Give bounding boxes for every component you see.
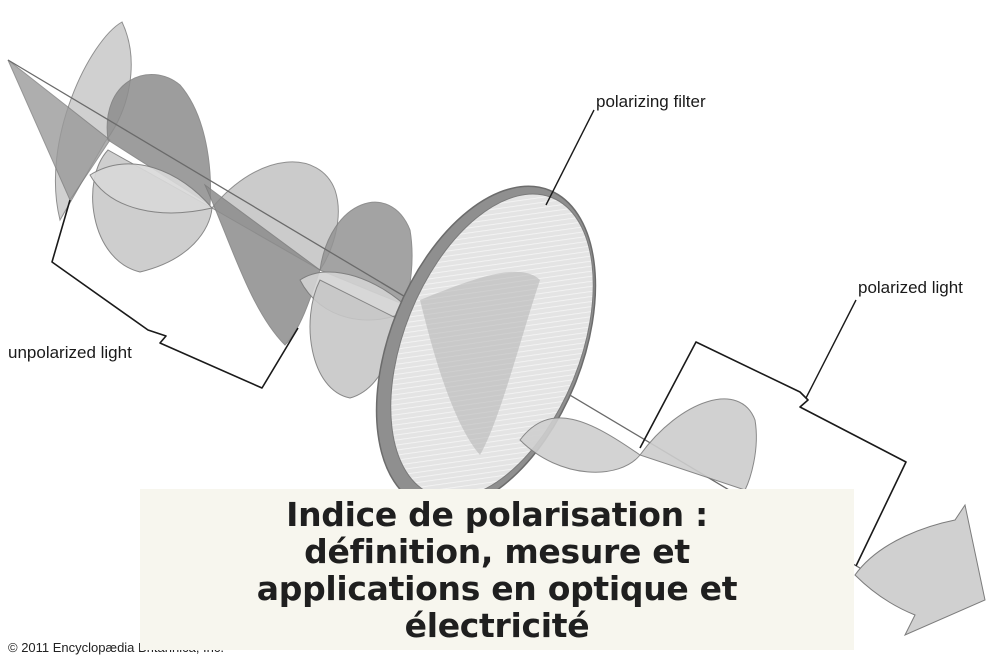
polarizing-filter-label: polarizing filter [596, 92, 706, 111]
polarized-waves [519, 398, 757, 491]
title-overlay: Indice de polarisation : définition, mes… [140, 489, 854, 650]
unpolarized-light-label: unpolarized light [8, 343, 132, 362]
arrow-head [854, 503, 986, 637]
unpolarized-bracket [51, 199, 299, 389]
page-title: Indice de polarisation : définition, mes… [256, 494, 738, 645]
polarized-light-label: polarized light [858, 278, 963, 297]
polarized-leader-line [805, 299, 857, 399]
unpolarized-waves [7, 21, 413, 399]
polarized-bracket [639, 341, 907, 567]
filter-leader-line [545, 109, 595, 206]
